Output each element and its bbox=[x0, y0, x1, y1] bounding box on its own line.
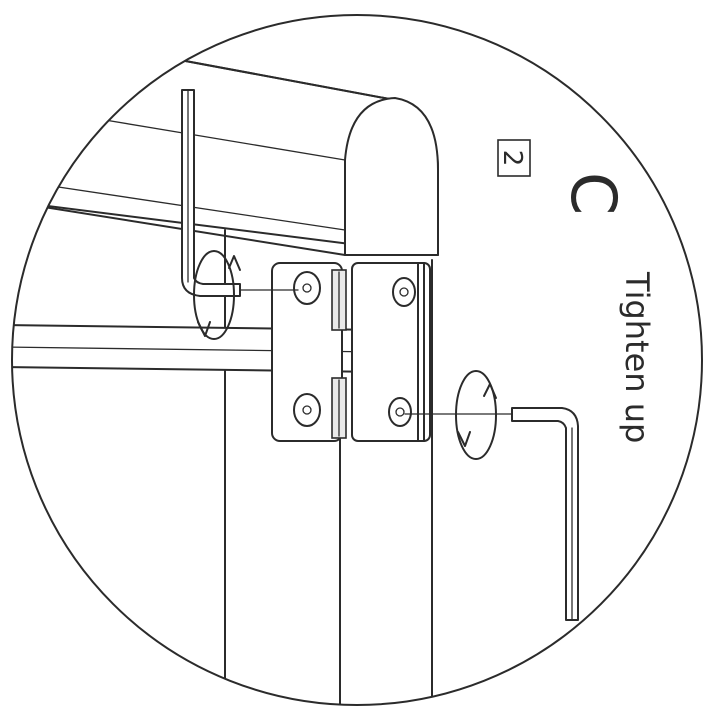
rail-end-cap bbox=[344, 97, 439, 256]
step-letter: C bbox=[557, 172, 630, 215]
screw-top-left bbox=[293, 271, 321, 305]
instruction-caption: Tighten up bbox=[618, 271, 656, 443]
svg-text:Tighten up: Tighten up bbox=[618, 271, 656, 443]
bracket-screws bbox=[293, 271, 416, 427]
allen-key-right bbox=[404, 407, 579, 621]
rotation-arrow-left bbox=[193, 250, 241, 340]
bracket-back-plate bbox=[271, 262, 343, 442]
allen-key-left bbox=[181, 89, 299, 297]
screw-top-right bbox=[392, 277, 416, 307]
hinge-bracket bbox=[271, 262, 431, 442]
step-number-badge: 2 bbox=[497, 139, 531, 177]
bracket-front-plate bbox=[351, 262, 431, 442]
svg-text:2: 2 bbox=[497, 150, 527, 167]
rotation-arrow-right bbox=[455, 370, 497, 460]
screw-bottom-left bbox=[293, 393, 321, 427]
detail-circle bbox=[11, 14, 703, 706]
detail-view bbox=[12, 49, 579, 705]
svg-text:C: C bbox=[557, 172, 630, 215]
top-rail bbox=[12, 49, 439, 256]
screw-bottom-right bbox=[388, 397, 412, 427]
